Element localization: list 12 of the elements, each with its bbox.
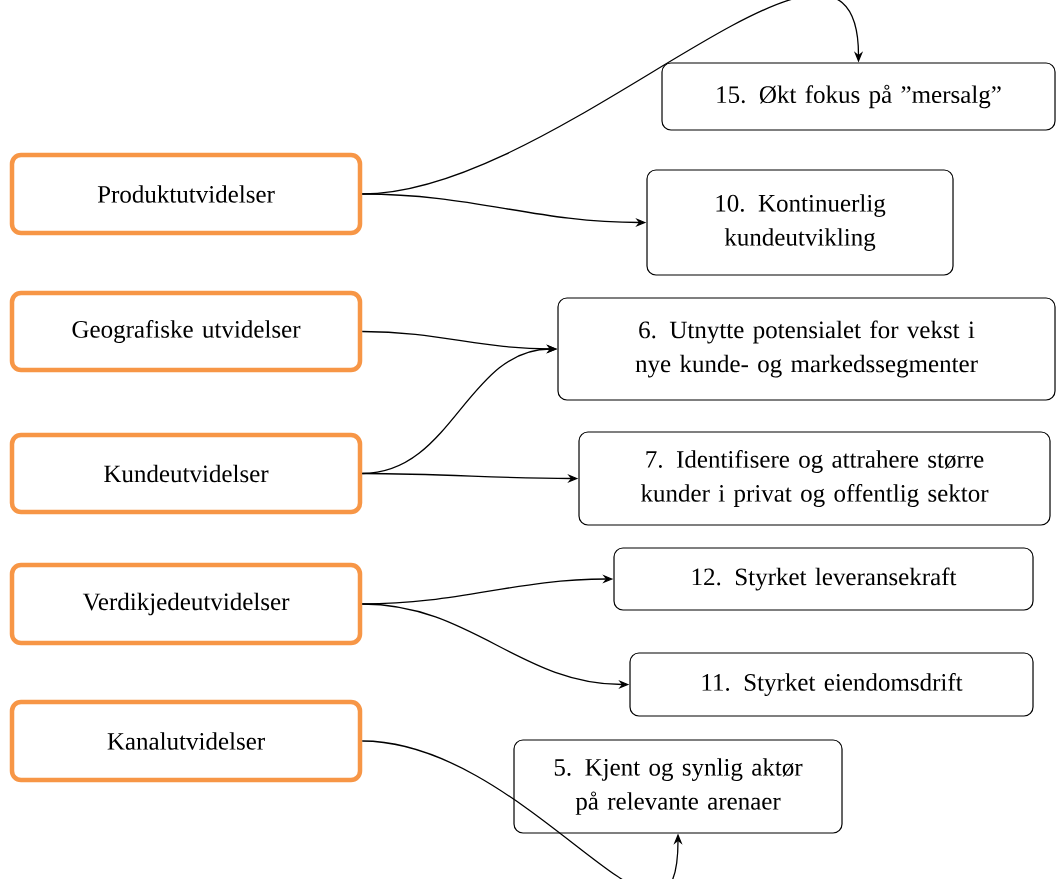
- category-box: Produktutvidelser: [9, 152, 363, 236]
- category-box: Verdikjedeutvidelser: [9, 562, 363, 646]
- goal-box: 10. Kontinuerlig kundeutvikling: [646, 169, 954, 276]
- goal-box: 12. Styrket leveransekraft: [613, 547, 1034, 611]
- category-box: Kanalutvidelser: [9, 699, 363, 783]
- goal-box: 5. Kjent og synlig aktør på relevante arenaer: [513, 739, 843, 834]
- category-box: Kundeutvidelser: [9, 432, 363, 515]
- category-box: Geografiske utvidelser: [9, 290, 363, 373]
- goal-box: 11. Styrket eiendomsdrift: [629, 652, 1034, 717]
- goal-box: 7. Identifisere og attrahere større kunder i privat og offentlig sektor: [578, 431, 1051, 526]
- goal-box: 6. Utnytte potensialet for vekst i nye kunde- og markedssegmenter: [557, 297, 1056, 401]
- goal-box: 15. Økt fokus på ”mersalg”: [661, 62, 1056, 131]
